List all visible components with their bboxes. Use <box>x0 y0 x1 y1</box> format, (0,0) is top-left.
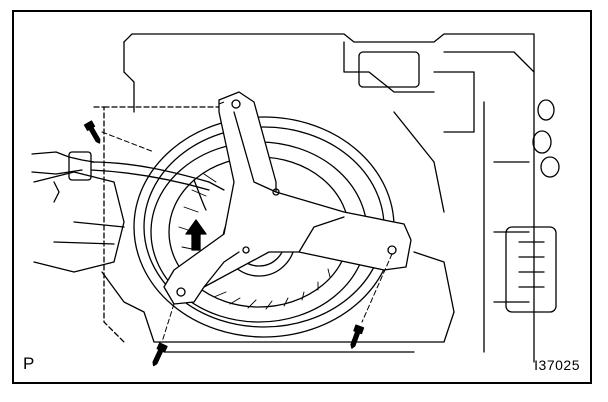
screw-icon <box>83 120 365 367</box>
leader-lines <box>101 101 393 343</box>
wire-harness <box>31 151 225 211</box>
heater-housing-outline <box>33 33 560 363</box>
fan-blades <box>178 173 331 310</box>
up-arrow-icon <box>185 219 207 251</box>
illustration-frame: P I37025 <box>12 10 592 384</box>
blower-motor-diagram <box>31 33 560 367</box>
motor-mounting-bracket <box>163 91 412 305</box>
corner-letter: P <box>23 354 35 373</box>
figure-id: I37025 <box>534 357 580 373</box>
